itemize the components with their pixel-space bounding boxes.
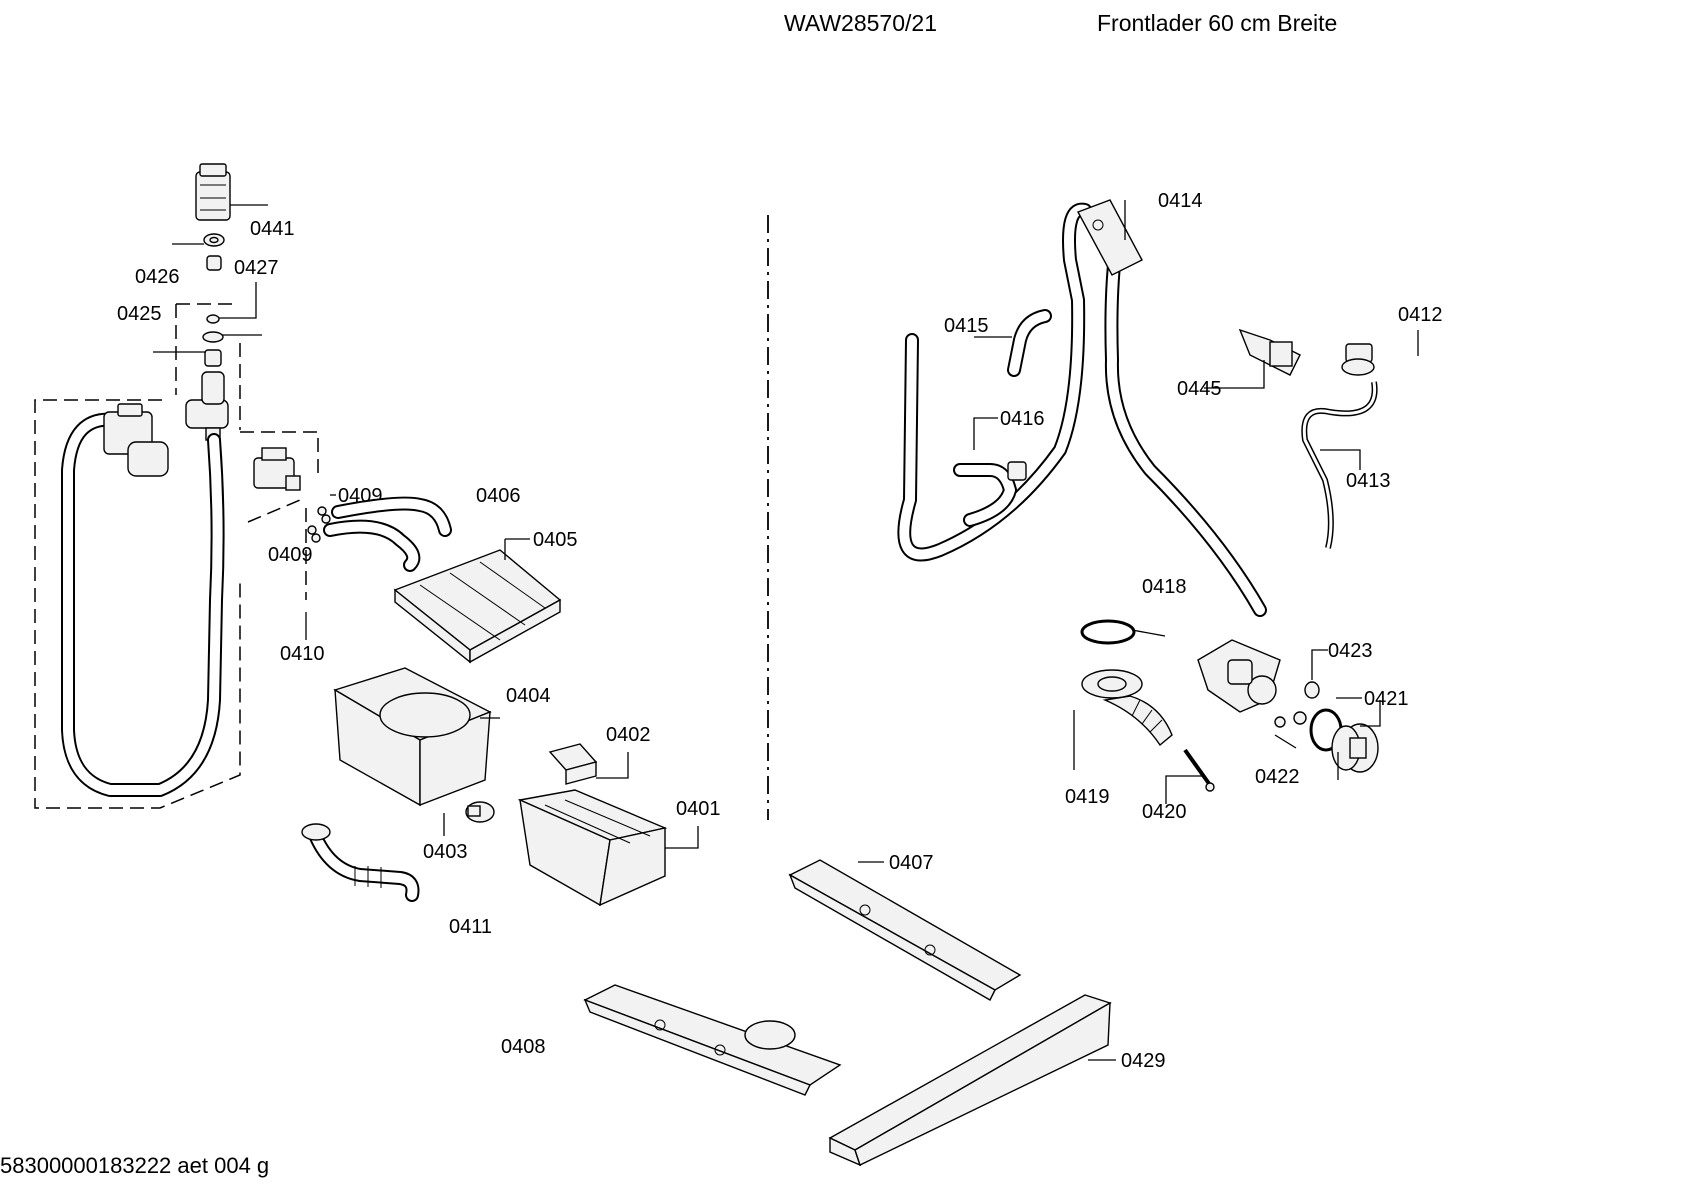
part-0405-distributor xyxy=(393,549,562,664)
part-0422-small-parts xyxy=(1274,711,1307,728)
leader-0427 xyxy=(218,282,257,319)
callout-0422: 0422 xyxy=(1255,766,1300,788)
callout-0408: 0408 xyxy=(501,1036,546,1058)
part-0420-screw xyxy=(1183,748,1215,792)
callout-0419: 0419 xyxy=(1065,786,1110,808)
callout-0441: 0441 xyxy=(250,218,295,240)
part-0423-seal xyxy=(1304,681,1320,699)
part-0414-hose-holder xyxy=(1077,199,1143,276)
callout-0414: 0414 xyxy=(1158,190,1203,212)
part-pump-filter-cap xyxy=(1331,723,1379,773)
part-0425-small-parts xyxy=(202,314,224,367)
part-0416-y-piece xyxy=(953,461,1027,527)
part-solenoid-valve xyxy=(253,447,301,491)
callout-0402: 0402 xyxy=(606,724,651,746)
part-0412-pressure-switch xyxy=(1341,343,1375,376)
document-id: 58300000183222 aet 004 g xyxy=(0,1153,270,1178)
callout-0445: 0445 xyxy=(1177,378,1222,400)
callout-0409-lower: 0409 xyxy=(268,544,313,566)
callout-0405: 0405 xyxy=(533,529,578,551)
group-frame-hose xyxy=(34,399,241,809)
part-0404-drawer-housing xyxy=(333,667,492,807)
part-0419-sump-bellows xyxy=(1081,669,1173,747)
callout-0415: 0415 xyxy=(944,315,989,337)
part-0407-cross-rail xyxy=(788,859,1022,1001)
callout-0404: 0404 xyxy=(506,685,551,707)
part-0441-inlet-connector xyxy=(195,163,231,221)
part-0409-clamps xyxy=(307,506,331,543)
part-inlet-valve-body xyxy=(185,371,229,441)
part-0427-nut xyxy=(206,255,222,271)
part-0408-front-rail xyxy=(583,984,842,1096)
part-0403-siphon-cap xyxy=(465,801,495,823)
callout-0420: 0420 xyxy=(1142,801,1187,823)
callout-0429: 0429 xyxy=(1121,1050,1166,1072)
part-0445-bracket xyxy=(1238,328,1301,376)
part-0413-pressure-hose xyxy=(1301,381,1378,549)
model-number: WAW28570/21 xyxy=(784,10,937,36)
callout-0426: 0426 xyxy=(135,266,180,288)
part-0418-hose-clamp xyxy=(1080,619,1136,645)
part-aquastop-housing xyxy=(103,403,169,477)
model-description: Frontlader 60 cm Breite xyxy=(1097,10,1338,36)
callout-0407: 0407 xyxy=(889,852,934,874)
callout-0413: 0413 xyxy=(1346,470,1391,492)
part-0401-detergent-drawer xyxy=(517,789,668,907)
part-0402-release-button xyxy=(548,743,598,785)
callout-0418: 0418 xyxy=(1142,576,1187,598)
callout-0410: 0410 xyxy=(280,643,325,665)
callout-0421: 0421 xyxy=(1364,688,1409,710)
callout-0427: 0427 xyxy=(234,257,279,279)
callout-0401: 0401 xyxy=(676,798,721,820)
part-0426-washer xyxy=(203,233,225,247)
callout-0412: 0412 xyxy=(1398,304,1443,326)
callout-0423: 0423 xyxy=(1328,640,1373,662)
callout-0403: 0403 xyxy=(423,841,468,863)
callout-0411: 0411 xyxy=(449,916,492,938)
callout-0416: 0416 xyxy=(1000,408,1045,430)
callout-0406: 0406 xyxy=(476,485,521,507)
hose-0414-b xyxy=(1104,248,1267,617)
callout-0425: 0425 xyxy=(117,303,162,325)
part-drain-pump-housing xyxy=(1197,639,1281,713)
part-0429-side-rail xyxy=(828,994,1112,1167)
